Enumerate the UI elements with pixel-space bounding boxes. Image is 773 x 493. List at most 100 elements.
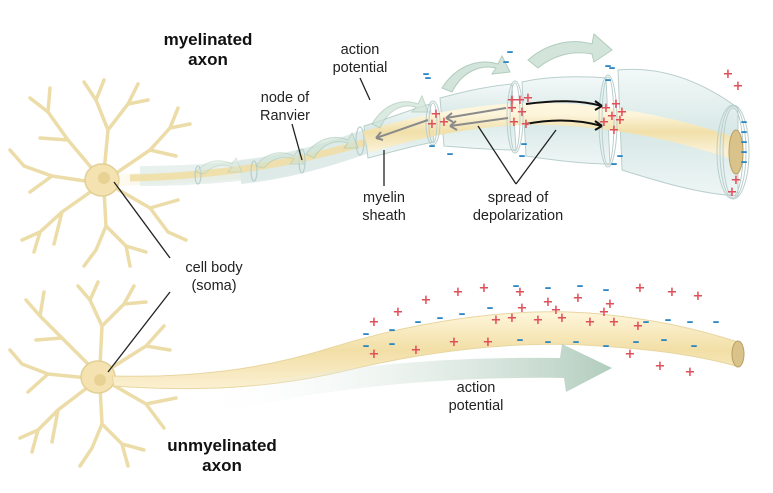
positive-charge: +: [731, 173, 742, 188]
positive-charge: +: [515, 93, 526, 108]
positive-charge: +: [723, 67, 734, 82]
positive-charge: +: [685, 365, 696, 380]
negative-charge: –: [513, 278, 520, 294]
positive-charge: +: [599, 115, 610, 130]
bottom-nucleus: [94, 374, 106, 386]
negative-charge: –: [437, 310, 444, 326]
negative-charge: –: [611, 156, 618, 172]
positive-charge: +: [733, 79, 744, 94]
top-axon-end-face: [728, 129, 744, 175]
myelinated-title-line2: axon: [188, 50, 228, 69]
positive-charge: +: [599, 305, 610, 320]
negative-charge: –: [741, 154, 748, 170]
positive-charge: +: [369, 347, 380, 362]
negative-charge: –: [425, 70, 432, 86]
top-dendrites: [8, 78, 192, 268]
negative-charge: –: [503, 54, 510, 70]
node-of-ranvier-line1: node of: [261, 90, 310, 106]
negative-charge: –: [423, 66, 430, 82]
spread-line1: spread of: [488, 190, 549, 206]
positive-charge: +: [509, 115, 520, 130]
action-potential-top-line2: potential: [333, 60, 388, 76]
positive-charge: +: [543, 295, 554, 310]
bottom-axon-end-face: [731, 340, 745, 368]
negative-charge: –: [507, 44, 514, 60]
spread-line2: depolarization: [473, 208, 563, 224]
positive-charge: +: [421, 293, 432, 308]
positive-charge: +: [411, 343, 422, 358]
negative-charge: –: [741, 144, 748, 160]
negative-charge: –: [517, 332, 524, 348]
negative-charge: –: [605, 58, 612, 74]
positive-charge: +: [431, 107, 442, 122]
negative-charge: –: [617, 148, 624, 164]
positive-charge: +: [479, 281, 490, 296]
positive-charge: +: [449, 335, 460, 350]
negative-charge: –: [643, 314, 650, 330]
negative-charge: –: [545, 334, 552, 350]
unmyelinated-neuron: [8, 280, 745, 468]
negative-charge: –: [577, 278, 584, 294]
negative-charge: –: [741, 134, 748, 150]
negative-charge: –: [389, 322, 396, 338]
negative-charge: –: [415, 314, 422, 330]
unmyelinated-title-line2: axon: [202, 456, 242, 475]
positive-charge: +: [573, 291, 584, 306]
positive-charge: +: [491, 313, 502, 328]
positive-charge: +: [521, 117, 532, 132]
positive-charge: +: [607, 109, 618, 124]
negative-charge: –: [447, 146, 454, 162]
leader-node-of-ranvier: [291, 123, 303, 161]
negative-charge: –: [363, 338, 370, 354]
positive-charge: +: [625, 347, 636, 362]
positive-charge: +: [601, 101, 612, 116]
negative-charge: –: [609, 60, 616, 76]
positive-charge: +: [517, 105, 528, 120]
myelinated-title-line1: myelinated: [164, 30, 253, 49]
negative-charge: –: [687, 314, 694, 330]
action-potential-top-line1: action: [341, 42, 380, 58]
positive-charge: +: [585, 315, 596, 330]
negative-charge: –: [665, 312, 672, 328]
positive-charge: +: [427, 117, 438, 132]
leader-action-potential-top: [359, 77, 371, 101]
bottom-action-potential-arrow: [190, 344, 612, 418]
early-nodes: [194, 126, 365, 185]
negative-charge: –: [429, 138, 436, 154]
negative-charge: –: [633, 334, 640, 350]
positive-charge: +: [439, 115, 450, 130]
positive-charge: +: [369, 315, 380, 330]
negative-charge: –: [487, 300, 494, 316]
positive-charge: +: [523, 91, 534, 106]
positive-charge: +: [507, 93, 518, 108]
positive-charge: +: [667, 285, 678, 300]
positive-charge: +: [507, 101, 518, 116]
charges: ++++++++++++++++++++++++++++++++++++++++…: [363, 44, 748, 380]
positive-charge: +: [605, 297, 616, 312]
positive-charge: +: [693, 289, 704, 304]
positive-charge: +: [633, 319, 644, 334]
positive-charge: +: [533, 313, 544, 328]
myelin-sheath-line1: myelin: [363, 190, 405, 206]
leader-cell-body-bottom: [107, 291, 171, 373]
negative-charge: –: [545, 280, 552, 296]
negative-charge: –: [521, 136, 528, 152]
positive-charge: +: [727, 185, 738, 200]
myelin-sheath-line2: sheath: [362, 208, 406, 224]
positive-charge: +: [611, 97, 622, 112]
negative-charge: –: [741, 124, 748, 140]
positive-charge: +: [557, 311, 568, 326]
leader-cell-body-top: [113, 181, 171, 259]
positive-charge: +: [655, 359, 666, 374]
positive-charge: +: [635, 281, 646, 296]
negative-charge: –: [603, 338, 610, 354]
negative-charge: –: [519, 148, 526, 164]
positive-charge: +: [551, 303, 562, 318]
top-nucleus: [98, 172, 110, 184]
positive-charge: +: [609, 123, 620, 138]
negative-charge: –: [363, 326, 370, 342]
negative-charge: –: [713, 314, 720, 330]
negative-charge: –: [741, 114, 748, 130]
positive-charge: +: [515, 285, 526, 300]
